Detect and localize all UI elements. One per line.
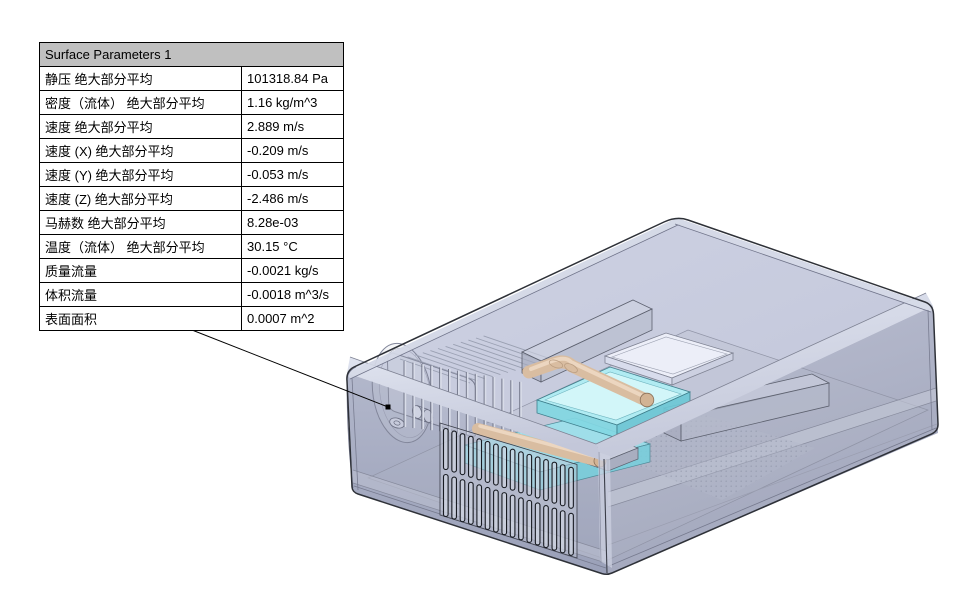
heat-sink bbox=[399, 335, 554, 441]
heatsink-fin-top bbox=[445, 345, 516, 371]
grille-slot bbox=[501, 492, 508, 536]
grille-slot bbox=[451, 430, 458, 473]
heatsink-fin-top bbox=[422, 352, 493, 378]
parameter-value: -0.053 m/s bbox=[241, 162, 344, 187]
parameter-label: 马赫数 绝大部分平均 bbox=[39, 210, 242, 235]
grille-slot bbox=[543, 505, 549, 549]
parameter-label: 表面面积 bbox=[39, 306, 242, 331]
parameter-label: 速度 (Y) 绝大部分平均 bbox=[39, 162, 242, 187]
parameter-value: -0.209 m/s bbox=[241, 138, 344, 163]
grille-slot bbox=[559, 510, 566, 554]
grille-slot bbox=[551, 507, 558, 551]
grille-slot bbox=[484, 440, 491, 483]
grille-slot bbox=[442, 473, 449, 518]
parameter-value: -2.486 m/s bbox=[241, 186, 344, 211]
parameter-row: 速度 (Y) 绝大部分平均-0.053 m/s bbox=[39, 162, 344, 187]
cooling-fan bbox=[371, 342, 434, 444]
parameter-label: 体积流量 bbox=[39, 282, 242, 307]
grille-slot bbox=[518, 451, 524, 494]
grille-slot bbox=[568, 512, 574, 556]
parameter-label: 速度 (X) 绝大部分平均 bbox=[39, 138, 242, 163]
grille-slot bbox=[493, 443, 499, 486]
grille-slot bbox=[476, 484, 483, 528]
grille-slot bbox=[442, 427, 449, 471]
parameter-value: 8.28e-03 bbox=[241, 210, 344, 235]
shell-silhouette bbox=[346, 217, 939, 576]
grille-slot bbox=[526, 453, 533, 496]
parameter-value: 2.889 m/s bbox=[241, 114, 344, 139]
parameter-value: 30.15 °C bbox=[241, 234, 344, 259]
parameter-label: 速度 绝大部分平均 bbox=[39, 114, 242, 139]
callout-title: Surface Parameters 1 bbox=[39, 42, 344, 67]
grille-slot bbox=[459, 433, 466, 476]
grille-slot bbox=[551, 461, 558, 504]
callout-header: Surface Parameters 1 bbox=[39, 42, 344, 67]
pcb-board bbox=[612, 415, 815, 500]
grille-slot bbox=[493, 489, 499, 533]
parameter-row: 速度 (X) 绝大部分平均-0.209 m/s bbox=[39, 138, 344, 163]
parameter-label: 质量流量 bbox=[39, 258, 242, 283]
grille-slot bbox=[467, 435, 474, 478]
parameter-row: 体积流量-0.0018 m^3/s bbox=[39, 282, 344, 307]
shell-edge-fillets bbox=[346, 218, 933, 574]
heat-pipe bbox=[522, 355, 655, 408]
grille-slot bbox=[484, 486, 491, 530]
grille-slot bbox=[509, 448, 516, 491]
heatsink-fin-top bbox=[437, 348, 509, 373]
heatsink-fin-top bbox=[430, 350, 501, 376]
grille-slot bbox=[559, 464, 566, 507]
grille-slot bbox=[501, 446, 508, 489]
vent-grille bbox=[439, 422, 578, 559]
grille-slot bbox=[543, 459, 549, 502]
grille-slot bbox=[526, 499, 533, 543]
callout-leader-line bbox=[191, 329, 391, 410]
grille-slot bbox=[534, 456, 541, 499]
parameter-value: -0.0021 kg/s bbox=[241, 258, 344, 283]
grille-slot bbox=[459, 479, 466, 523]
grille-slot bbox=[476, 438, 483, 481]
parameter-label: 速度 (Z) 绝大部分平均 bbox=[39, 186, 242, 211]
grille-slot bbox=[467, 481, 474, 525]
shell-top-face bbox=[347, 218, 933, 461]
grille-slot bbox=[568, 466, 574, 509]
grille-slot bbox=[534, 502, 541, 546]
heatsink-fin-top bbox=[415, 354, 486, 380]
parameter-value: 101318.84 Pa bbox=[241, 66, 344, 91]
parameter-value: 0.0007 m^2 bbox=[241, 306, 344, 331]
grille-slot bbox=[451, 476, 458, 520]
grille-slot bbox=[509, 494, 516, 538]
parameter-row: 速度 (Z) 绝大部分平均-2.486 m/s bbox=[39, 186, 344, 211]
grille-slot bbox=[518, 497, 524, 541]
parameter-value: 1.16 kg/m^3 bbox=[241, 90, 344, 115]
parameter-value: -0.0018 m^3/s bbox=[241, 282, 344, 307]
parameter-label: 温度（流体） 绝大部分平均 bbox=[39, 234, 242, 259]
heatsink-fin-top bbox=[453, 343, 524, 369]
heatsink-fin-top bbox=[460, 341, 531, 367]
parameter-label: 静压 绝大部分平均 bbox=[39, 66, 242, 91]
white-cover-plate bbox=[603, 332, 735, 386]
parameter-row: 质量流量-0.0021 kg/s bbox=[39, 258, 344, 283]
parameter-label: 密度（流体） 绝大部分平均 bbox=[39, 90, 242, 115]
